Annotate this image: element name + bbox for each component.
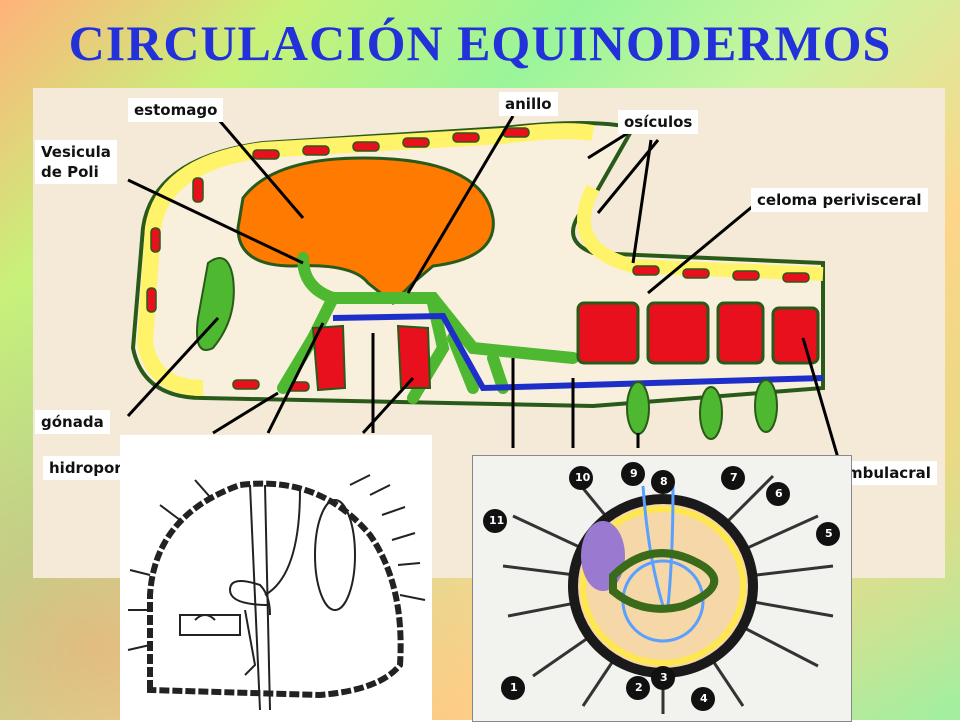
badge-6: [766, 482, 790, 506]
badge-label-5: 5: [825, 527, 833, 540]
label-hidroporo: hidropor: [43, 456, 128, 480]
badge-8: [651, 470, 675, 494]
badge-label-2: 2: [635, 681, 643, 694]
badge-10: [569, 466, 593, 490]
sea-urchin-line-drawing: [120, 435, 432, 720]
badge-label-8: 8: [660, 475, 668, 488]
badge-11: [483, 509, 507, 533]
badge-2: [626, 676, 650, 700]
badge-7: [721, 466, 745, 490]
label-estomago: estomago: [128, 98, 224, 122]
badge-1: [501, 676, 525, 700]
label-ambulacral: mbulacral: [841, 461, 937, 485]
label-celoma-perivisceral: celoma perivisceral: [751, 188, 928, 212]
label-osiculos: osículos: [618, 110, 699, 134]
badge-label-3: 3: [660, 671, 668, 684]
badge-label-9: 9: [630, 467, 638, 480]
badge-label-6: 6: [775, 487, 783, 500]
badge-4: [691, 687, 715, 711]
slide-title: CIRCULACIÓN EQUINODERMOS: [68, 15, 892, 71]
badge-label-1: 1: [510, 681, 518, 694]
sea-urchin-colored-diagram: 10 9 8 7 6 5 11 1 2 3 4: [472, 455, 852, 722]
label-vesicula-de-poli: Vesicula de Poli: [35, 140, 117, 184]
badge-label-11: 11: [489, 514, 505, 527]
badge-label-10: 10: [575, 471, 591, 484]
badge-label-4: 4: [700, 692, 708, 705]
badge-9: [621, 462, 645, 486]
label-anillo: anillo: [499, 92, 558, 116]
badge-5: [816, 522, 840, 546]
sea-urchin-outline-drawing: [127, 474, 426, 711]
label-gonada: gónada: [35, 410, 110, 434]
main-anatomy-drawing: [126, 112, 840, 459]
badge-label-7: 7: [730, 471, 738, 484]
sea-urchin-colored-drawing: [483, 462, 840, 714]
badge-3: [651, 666, 675, 690]
